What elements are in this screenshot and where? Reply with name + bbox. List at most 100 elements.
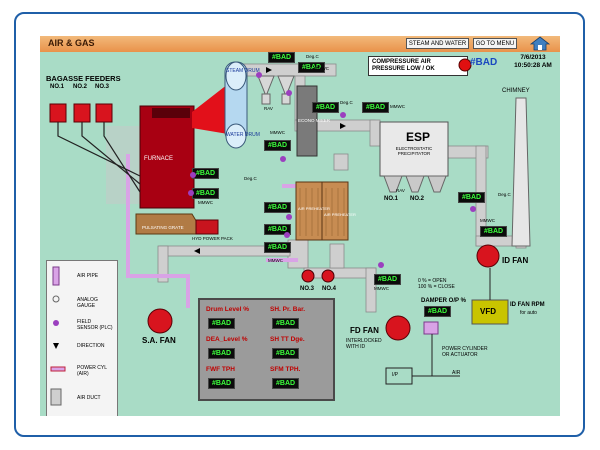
field-sensor-icon <box>286 90 292 96</box>
feeder-no2-label: NO.2 <box>73 84 88 90</box>
process-diagram <box>49 61 531 385</box>
sa-fan-label: S.A. FAN <box>142 336 176 345</box>
econo-label: ECONO MISER <box>298 118 331 123</box>
unit-mmwc: MMWC <box>374 286 389 291</box>
pulsating-label: PULSATING GRATE <box>142 225 184 230</box>
value-tag[interactable]: #BAD <box>362 102 390 113</box>
direction-icon <box>53 343 59 349</box>
time-text: 10:50:28 AM <box>514 62 552 69</box>
value-tag[interactable]: #BAD <box>264 202 292 213</box>
unit-mmwc: MMWC <box>270 130 285 135</box>
value-tag[interactable]: #BAD <box>192 168 220 179</box>
unit-degc: Deg.C <box>340 100 353 105</box>
field-sensor-icon <box>378 262 384 268</box>
panel-label: SH TT Dge. <box>270 336 305 343</box>
panel-value[interactable]: #BAD <box>272 378 300 389</box>
field-sensor-icon <box>190 172 196 178</box>
esp-label: ESP <box>406 130 431 144</box>
unit-degc: Deg.C <box>498 192 511 197</box>
unit-mmwc: MMWC <box>268 258 283 263</box>
esp-no2-label: NO.2 <box>410 196 425 202</box>
unit-degc: Deg.C <box>306 54 319 59</box>
panel-label: DEA_Level % <box>206 336 248 343</box>
id-fan-label: ID FAN <box>502 256 529 265</box>
air-preheater-2-label: AIR PREHEATER <box>324 212 356 217</box>
feeder-no1-label: NO.1 <box>50 84 65 90</box>
field-sensor-icon <box>53 320 59 326</box>
panel-value[interactable]: #BAD <box>272 318 300 329</box>
water-drum-label: WATER DRUM <box>226 132 260 138</box>
interlock-label: INTERLOCKED WITH ID <box>346 338 382 350</box>
legend: AIR PIPE ANALOG GAUGE FIELD SENSOR (PLC)… <box>46 260 118 416</box>
value-tag[interactable]: #BAD <box>264 242 292 253</box>
value-tag[interactable]: #BAD <box>480 226 508 237</box>
legend-label: FIELD SENSOR (PLC) <box>77 319 113 331</box>
for-auto-label: for auto <box>520 310 537 316</box>
legend-label: DIRECTION <box>77 343 105 349</box>
field-sensor-icon <box>340 112 346 118</box>
field-sensor-icon <box>280 156 286 162</box>
feeders-title: BAGASSE FEEDERS <box>46 74 121 83</box>
value-tag[interactable]: #BAD <box>268 52 296 63</box>
unit-degc: Deg.C <box>244 176 257 181</box>
air-label: AIR <box>452 370 461 376</box>
raw-label-2: RAV <box>396 188 405 193</box>
field-sensor-icon <box>188 190 194 196</box>
panel-label: SH. Pr. Bar. <box>270 306 306 313</box>
value-tag[interactable]: #BAD <box>312 102 340 113</box>
damper-label: DAMPER O/P % <box>421 298 466 304</box>
value-tag[interactable]: #BAD <box>192 188 220 199</box>
alarm-box: COMPRESSURE AIR PRESSURE LOW / OK <box>368 56 468 76</box>
date-text: 7/6/2013 <box>520 54 546 61</box>
panel-label: SFM TPH. <box>270 366 301 373</box>
goto-menu-button[interactable]: GO TO MENU <box>473 38 517 49</box>
value-tag[interactable]: #BAD <box>298 62 326 73</box>
ip-label: I/P <box>392 372 399 378</box>
chimney-label: CHIMNEY <box>502 88 530 94</box>
fd-fan-label: FD FAN <box>350 326 379 335</box>
value-tag[interactable]: #BAD <box>458 192 486 203</box>
field-sensor-icon <box>286 214 292 220</box>
damper-no3-label: NO.3 <box>300 286 315 292</box>
unit-mmwc: MMWC <box>314 66 329 71</box>
damper-no4-label: NO.4 <box>322 286 337 292</box>
hyd-label: HYD POWER PACK <box>192 236 233 241</box>
panel-value[interactable]: #BAD <box>208 348 236 359</box>
legend-label: AIR PIPE <box>77 273 99 279</box>
panel-value[interactable]: #BAD <box>272 348 300 359</box>
id-fan-rpm-label: ID FAN RPM <box>510 302 545 308</box>
vfd-label: VFD <box>480 307 496 316</box>
steam-water-button[interactable]: STEAM AND WATER <box>406 38 469 49</box>
unit-mmwc: MMWC <box>390 104 405 109</box>
esp-no1-label: NO.1 <box>384 196 399 202</box>
esp-sub-label: ELECTROSTATIC PRECIPITATOR <box>395 146 433 156</box>
air-preheater-1-label: AIR PREHEATER <box>298 206 330 211</box>
legend-label: POWER CYL (AIR) <box>77 365 107 377</box>
unit-mmwc: MMWC <box>198 200 213 205</box>
value-tag[interactable]: #BAD <box>264 140 292 151</box>
home-icon[interactable] <box>530 36 550 51</box>
alarm-value: #BAD <box>470 57 498 68</box>
panel-value[interactable]: #BAD <box>208 378 236 389</box>
power-cyl-icon <box>50 366 66 372</box>
air-pipe-icon <box>52 266 60 286</box>
scada-screen: AIR & GAS STEAM AND WATER GO TO MENU <box>40 36 560 416</box>
value-tag[interactable]: #BAD <box>424 306 452 317</box>
analog-gauge-icon <box>52 295 60 303</box>
value-tag[interactable]: #BAD <box>374 274 402 285</box>
field-sensor-icon <box>256 72 262 78</box>
air-duct-icon <box>50 388 62 406</box>
unit-mmwc: MMWC <box>480 218 495 223</box>
title-bar: AIR & GAS STEAM AND WATER GO TO MENU <box>40 36 560 52</box>
value-tag[interactable]: #BAD <box>264 224 292 235</box>
steam-drum-label: STEAM DRUM <box>226 68 260 74</box>
alarm-lamp-icon <box>458 58 472 72</box>
panel-value[interactable]: #BAD <box>208 318 236 329</box>
feeder-no3-label: NO.3 <box>95 84 110 90</box>
furnace-label: FURNACE <box>144 156 174 162</box>
legend-label: ANALOG GAUGE <box>77 297 98 309</box>
open-close-label: 0 % = OPEN 100 % = CLOSE <box>418 278 455 290</box>
panel-label: Drum Level % <box>206 306 249 313</box>
panel-label: FWF TPH <box>206 366 235 373</box>
